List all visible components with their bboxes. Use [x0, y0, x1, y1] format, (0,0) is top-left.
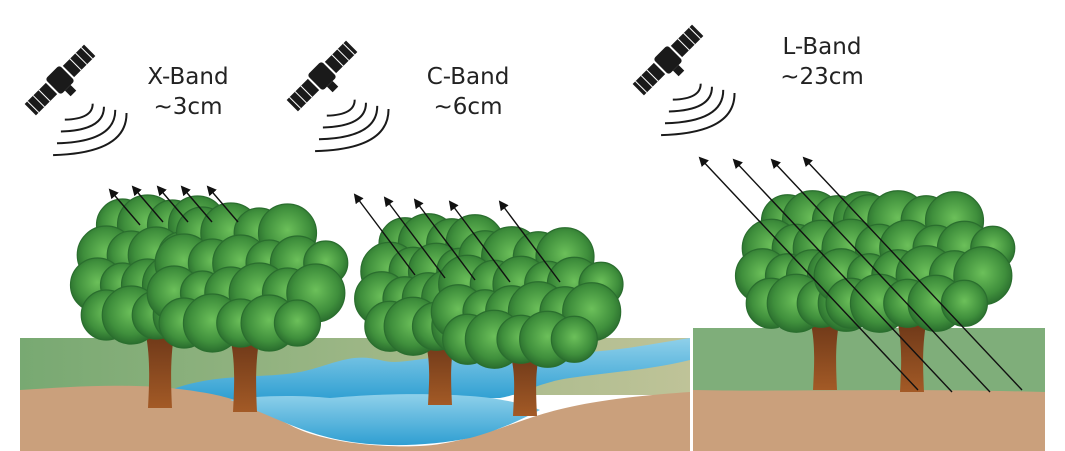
ray-arrow-icon — [108, 188, 141, 226]
ray-arrow-icon — [156, 185, 189, 223]
ray-arrow-icon — [413, 198, 476, 281]
band-name: L-Band — [783, 34, 862, 60]
tree-icon — [430, 226, 624, 416]
satellite-icon — [632, 24, 704, 96]
signal-waves-icon — [315, 99, 390, 153]
radar-rays — [108, 156, 1023, 393]
satellites — [24, 24, 736, 157]
ray-arrow-icon — [770, 158, 991, 393]
ray-arrow-icon — [732, 158, 953, 393]
ray-arrow-icon — [448, 200, 511, 283]
ray-arrow-icon — [353, 193, 416, 276]
satellite-icon — [286, 40, 358, 112]
lake — [230, 394, 540, 446]
panel-x-band: X-Band ~3cm — [147, 64, 228, 120]
ray-arrow-icon — [498, 200, 561, 283]
band-wavelength: ~6cm — [434, 94, 503, 120]
panel-c-band: C-Band ~6cm — [427, 64, 510, 120]
right-landscape — [691, 320, 1045, 451]
ray-arrow-icon — [383, 196, 446, 279]
soil-ground — [693, 390, 1045, 451]
ray-arrow-icon — [180, 185, 213, 223]
grass-strip — [693, 328, 1045, 398]
band-name: X-Band — [147, 64, 228, 90]
signal-waves-icon — [53, 103, 128, 157]
panel-l-band: L-Band ~23cm — [780, 34, 864, 90]
band-name: C-Band — [427, 64, 510, 90]
ray-arrow-icon — [802, 156, 1023, 391]
ray-arrow-icon — [206, 185, 239, 223]
ray-arrow-icon — [131, 185, 164, 223]
soil-ground — [20, 385, 690, 451]
ray-arrow-icon — [698, 156, 919, 391]
satellite-icon — [24, 44, 96, 116]
tree-icon — [146, 202, 349, 412]
band-wavelength: ~3cm — [154, 94, 223, 120]
band-wavelength: ~23cm — [780, 64, 864, 90]
signal-waves-icon — [661, 83, 736, 137]
trees — [69, 190, 1016, 416]
